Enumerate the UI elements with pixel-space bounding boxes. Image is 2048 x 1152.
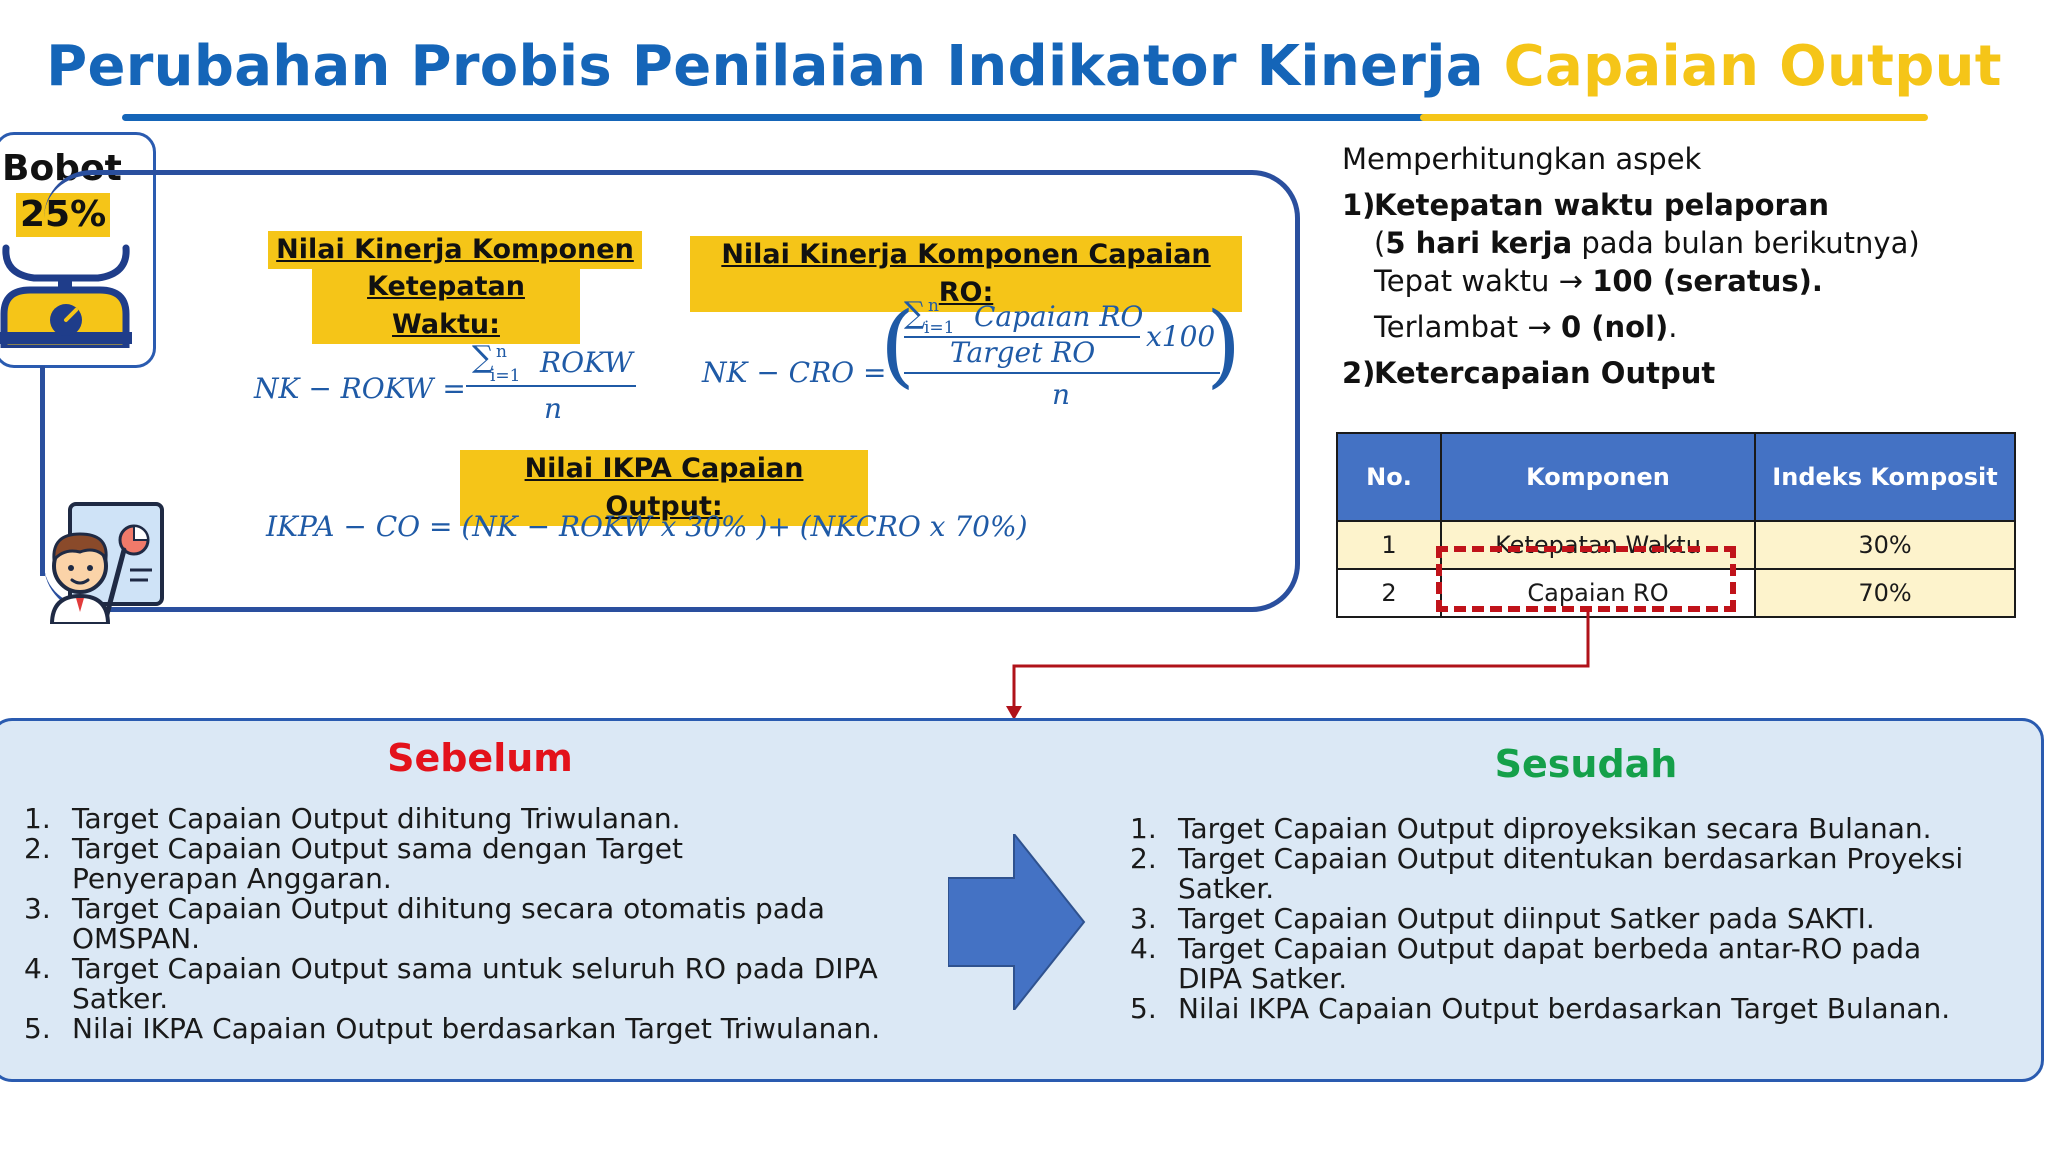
- table-row: 1 Ketepatan Waktu 30%: [1336, 520, 2016, 570]
- nk-cro-inner-denominator: Target RO: [950, 336, 1096, 369]
- sebelum-title: Sebelum: [387, 736, 573, 780]
- col-header-no: No.: [1336, 432, 1442, 522]
- nk-cro-inner-numerator: Capaian RO: [974, 300, 1144, 333]
- nk-cro-sigma-bottom: i=1: [924, 318, 955, 338]
- list-item: 2.Target Capaian Output ditentukan berda…: [1130, 842, 1964, 905]
- title-underline-yellow: [1420, 114, 1928, 121]
- aspect-item-2-title: Ketercapaian Output: [1374, 356, 1716, 390]
- aspect-item-1-num: 1): [1342, 188, 1376, 222]
- aspect-intro: Memperhitungkan aspek: [1342, 142, 1702, 176]
- scale-icon: [0, 228, 140, 352]
- page-title: Perubahan Probis Penilaian Indikator Kin…: [0, 34, 2048, 99]
- list-item: 1.Target Capaian Output dihitung Triwula…: [24, 802, 681, 835]
- work-days-label: 5 hari kerja: [1385, 226, 1573, 260]
- cell-no: 1: [1336, 520, 1442, 570]
- comparison-panel: [0, 718, 2044, 1082]
- capaian-ro-highlight-box: [1436, 546, 1736, 612]
- capaian-heading: Nilai Kinerja Komponen Capaian RO:: [690, 236, 1242, 312]
- nk-cro-sigma: ∑: [904, 296, 926, 331]
- nk-cro-right-paren: ): [1206, 293, 1242, 398]
- nk-rokw-denominator: n: [544, 392, 563, 425]
- arrow-right-icon: →: [1527, 310, 1552, 344]
- nk-cro-inner-bar: [904, 336, 1140, 338]
- late-value: 0 (nol): [1560, 310, 1669, 344]
- col-header-indeks: Indeks Komposit: [1754, 432, 2016, 522]
- cell-komponen: Ketepatan Waktu: [1440, 520, 1756, 570]
- nk-cro-outer-bar: [904, 372, 1220, 374]
- nk-rokw-fraction-bar: [466, 385, 636, 387]
- list-item: 5.Nilai IKPA Capaian Output berdasarkan …: [24, 1012, 881, 1045]
- list-item: 3.Target Capaian Output diinput Satker p…: [1130, 902, 1875, 935]
- nk-cro-denominator: n: [1052, 378, 1071, 411]
- teacher-presentation-icon: [40, 500, 164, 628]
- formula-panel: [44, 170, 1300, 612]
- list-item: 5.Nilai IKPA Capaian Output berdasarkan …: [1130, 992, 1951, 1025]
- nk-rokw-sigma-bottom: i=1: [490, 366, 521, 386]
- list-item: 4.Target Capaian Output sama untuk selur…: [24, 952, 878, 1015]
- sebelum-list: 1.Target Capaian Output dihitung Triwula…: [24, 804, 944, 1044]
- sesudah-title: Sesudah: [1494, 742, 1678, 786]
- aspect-item-1-sub-3: Terlambat → 0 (nol).: [1374, 310, 1678, 344]
- ketepatan-heading: Nilai Kinerja Komponen: [268, 231, 642, 269]
- title-main: Perubahan Probis Penilaian Indikator Kin…: [46, 34, 1484, 99]
- cell-indeks: 30%: [1754, 520, 2016, 570]
- nk-rokw-numerator: ROKW: [540, 346, 633, 379]
- formula-panel-edge: [40, 366, 45, 576]
- title-underline-blue: [122, 114, 1646, 121]
- list-item: 3.Target Capaian Output dihitung secara …: [24, 892, 825, 955]
- connector-arrow: [1000, 612, 1600, 726]
- cell-no: 2: [1336, 568, 1442, 618]
- aspect-item-2-num: 2): [1342, 356, 1376, 390]
- ikpa-heading: Nilai IKPA Capaian Output:: [460, 450, 868, 526]
- aspect-item-1-title: Ketepatan waktu pelaporan: [1374, 188, 1830, 222]
- list-item: 1.Target Capaian Output diproyeksikan se…: [1130, 812, 1932, 845]
- ikpa-formula: IKPA − CO = (NK − ROKW x 30% )+ (NKCRO x…: [266, 510, 1028, 543]
- on-time-value: 100 (seratus).: [1592, 264, 1823, 298]
- col-header-komponen: Komponen: [1440, 432, 1756, 522]
- nk-cro-left-paren: (: [880, 293, 916, 398]
- list-item: 4.Target Capaian Output dapat berbeda an…: [1130, 932, 1922, 995]
- nk-cro-sigma-top: n: [928, 296, 939, 316]
- ketepatan-heading-line2: Ketepatan Waktu:: [312, 268, 580, 344]
- aspect-item-1-sub-1: (5 hari kerja pada bulan berikutnya): [1374, 226, 1920, 260]
- right-arrow-icon: [947, 831, 1088, 1014]
- nk-rokw-sigma-top: n: [496, 342, 507, 362]
- title-highlight: Capaian Output: [1503, 34, 2002, 99]
- aspect-item-1-sub-2: Tepat waktu → 100 (seratus).: [1374, 264, 1823, 298]
- nk-rokw-sigma: ∑: [472, 340, 494, 375]
- sesudah-list: 1.Target Capaian Output diproyeksikan se…: [1130, 814, 2030, 1024]
- arrow-right-icon: →: [1558, 264, 1583, 298]
- nk-cro-multiplier: x100: [1146, 320, 1216, 353]
- komposit-table: No. Komponen Indeks Komposit 1 Ketepatan…: [1336, 432, 2016, 618]
- list-item: 2.Target Capaian Output sama dengan Targ…: [24, 832, 683, 895]
- nk-rokw-lhs: NK − ROKW =: [254, 372, 466, 405]
- table-header-row: No. Komponen Indeks Komposit: [1336, 432, 2016, 522]
- nk-cro-lhs: NK − CRO =: [702, 356, 887, 389]
- cell-indeks: 70%: [1754, 568, 2016, 618]
